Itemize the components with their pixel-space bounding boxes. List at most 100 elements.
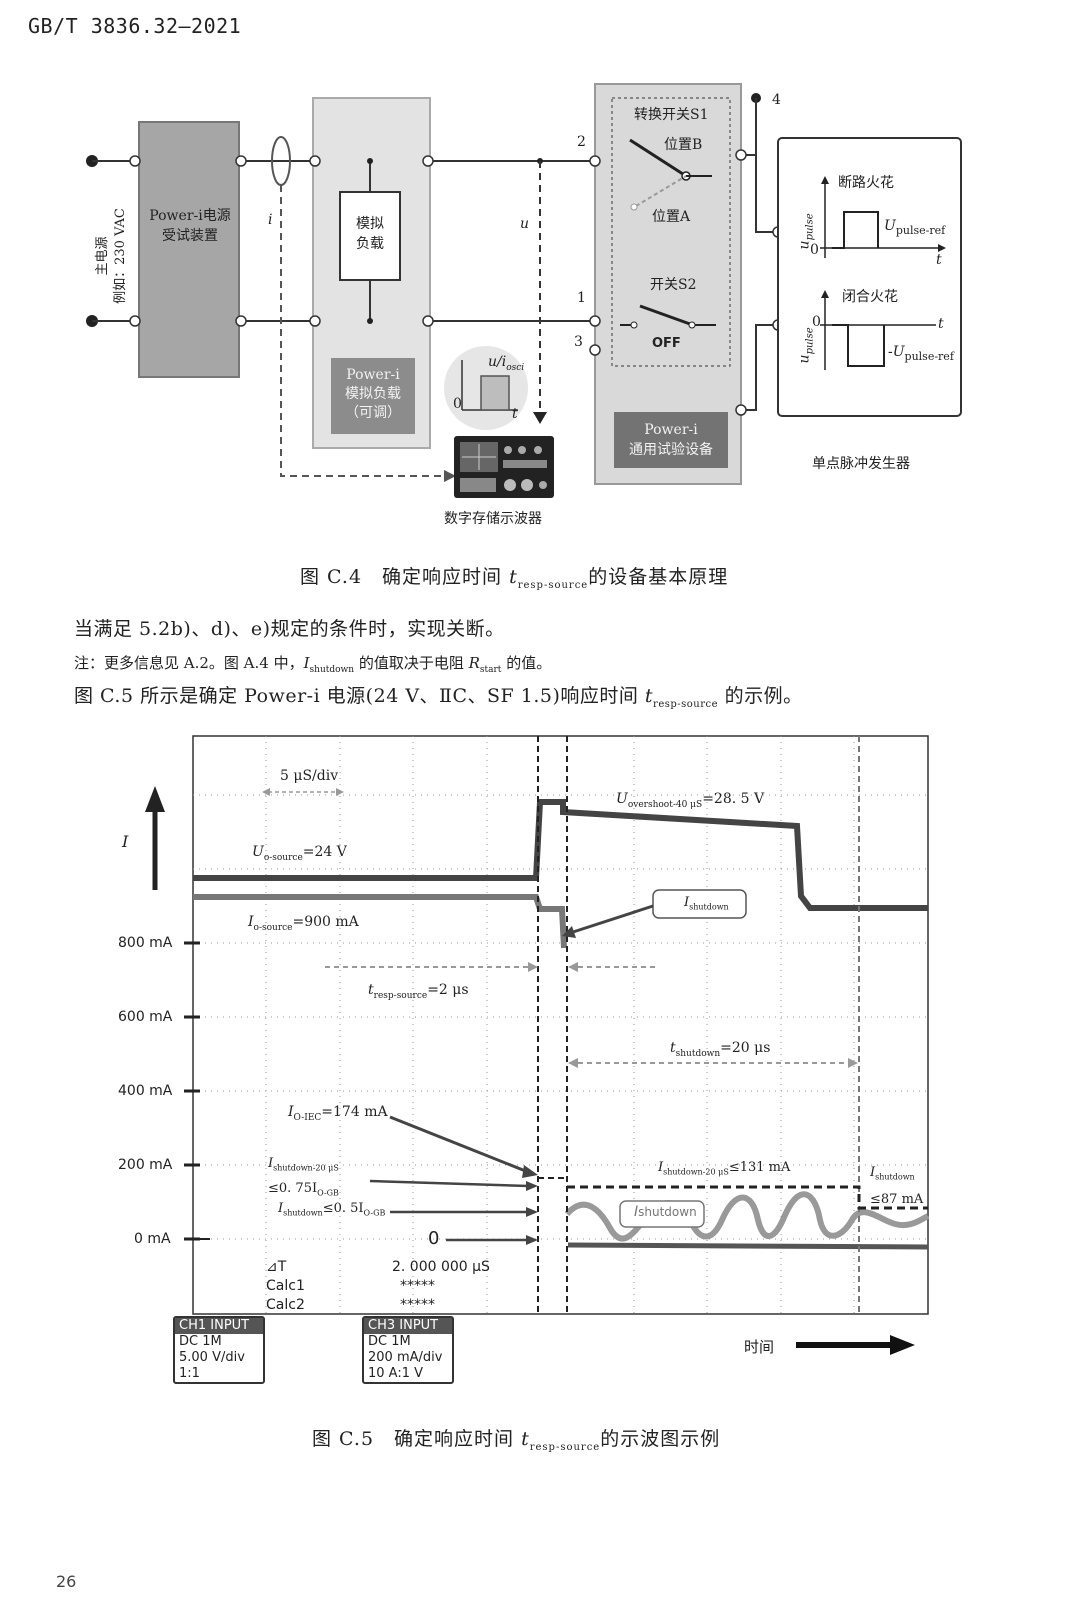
calc2-label: Calc2 [266,1297,305,1313]
i-o-source-label: Io-source=900 mA [248,914,359,933]
current-probe-line [280,185,444,477]
ch1-input-panel: CH1 INPUT DC 1M 5.00 V/div 1:1 [173,1316,265,1384]
i-shutdown-right-label: Ishutdown ≤87 mA [870,1162,923,1211]
paragraph-shutdown: 当满足 5.2b)、d)、e)规定的条件时，实现关断。 [74,618,505,640]
caption-c4-prefix: 图 C.4 确定响应时间 [300,566,510,588]
current-trace-high [193,894,567,949]
pulse-zero-bottom: 0 [812,314,821,330]
t-resp-sym: t [368,982,374,998]
y-tick-800: 800 mA [118,935,173,951]
i-o-iec-val: =174 mA [321,1104,388,1120]
u-o-source-sub: o-source [263,852,303,863]
position-a-label: 位置A [652,209,691,225]
i-o-iec-label: IO-IEC=174 mA [288,1104,388,1123]
calc2-value: ***** [400,1297,435,1313]
caption-c5-prefix: 图 C.5 确定响应时间 [312,1428,522,1450]
i-o-source-sub: o-source [253,922,293,933]
i-sd-right-sym: I [870,1165,876,1180]
page-number: 26 [56,1572,77,1591]
psu-label: Power-i电源 受试装置 [145,206,235,246]
general-test-box [614,412,728,468]
delta-t-value: 2. 000 000 μS [392,1259,490,1275]
inset-ylabel-sub: osci [506,362,525,373]
node-3-label: 3 [574,334,583,350]
i-sd20-left-sym: I [268,1156,274,1171]
i-shutdown-20-right-label: Ishutdown-20 μS≤131 mA [658,1160,790,1177]
inset-zero: 0 [453,396,462,412]
caption-c5-sub: resp-source [529,1441,601,1453]
i-sd20-right-val: ≤131 mA [728,1160,791,1175]
measurement-values: 2. 000 000 μS ***** ***** [392,1258,490,1315]
pulse-generator-box [777,137,962,417]
i-sd-right-sub: shutdown [875,1172,915,1182]
upulse-ref-pos: Upulse-ref [884,218,945,237]
y-tick-600: 600 mA [118,1009,173,1025]
i-shutdown-callout-sym: I [684,895,690,910]
standard-number: GB/T 3836.32—2021 [28,14,242,38]
close-spark-label: 闭合火花 [842,289,898,305]
ch3-input-panel: CH3 INPUT DC 1M 200 mA/div 10 A:1 V [362,1316,454,1384]
t-shutdown-val: =20 μs [720,1040,771,1056]
upulse-bottom-text: u [796,354,813,364]
t-resp-label: tresp-source=2 μs [368,982,469,1001]
i-sd20-left-sub: shutdown-20 μS [273,1163,339,1173]
upulse-ref-neg-text: -U [888,344,905,360]
inset-ylabel-text: u/i [488,354,507,370]
general-test-line2: 通用试验设备 [629,442,713,458]
i-shutdown-wave-sym: I [634,1204,639,1220]
i-sd20-right-sub: shutdown-20 μS [663,1167,729,1177]
open-spark-label: 断路火花 [838,175,894,191]
i-sd-left-sub: shutdown [283,1208,323,1218]
time-axis-label: 时间 [744,1338,775,1356]
inset-ylabel: u/iosci [488,354,524,373]
oscilloscope-label: 数字存储示波器 [444,511,542,527]
caption-c4-sub: resp-source [517,579,589,591]
note-mid: 的值取决于电阻 [354,654,469,672]
sim-load-label-line2: 负载 [356,236,384,252]
para2-sub: resp-source [653,698,719,710]
u-o-source-sym: U [252,844,264,860]
i-sd20-right-sym: I [658,1160,664,1175]
general-test-label: Power-i 通用试验设备 [614,420,728,460]
u-overshoot-sub: overshoot-40 μS [627,799,703,810]
u-o-source-label: Uo-source=24 V [252,844,347,863]
u-overshoot-label: Uovershoot-40 μS=28. 5 V [616,791,764,810]
current-symbol: i [268,212,273,228]
u-o-source-val: =24 V [302,844,347,860]
upulse-label-bottom: upulse [797,327,816,363]
ch3-coupling: DC 1M [368,1334,411,1349]
t-shutdown-label: tshutdown=20 μs [670,1040,770,1059]
node-4-label: 4 [772,92,781,108]
note-suffix: 的值。 [501,654,552,672]
i-sd-left-val-sub: O-GB [363,1208,386,1218]
power-i-load-line1: Power-i [346,367,400,383]
ch1-probe: 1:1 [179,1366,200,1381]
i-shutdown-wave-label: Ishutdown [634,1204,697,1220]
node-1-label: 1 [577,290,586,306]
ch3-probe: 10 A:1 V [368,1366,424,1381]
current-trace-low [567,1242,929,1250]
scope-grid [193,736,928,1314]
scope-frame [192,735,929,1315]
i-sd-left-val: ≤0. 5I [322,1201,364,1216]
t-resp-sub: resp-source [373,990,428,1001]
psu-box [138,121,240,378]
i-o-iec-sym: I [288,1104,294,1120]
zero-marker: 0 [428,1228,440,1249]
i-shutdown-callout-sub: shutdown [689,902,729,912]
pulse-t-bottom: t [938,316,944,332]
t-shutdown-sub: shutdown [675,1048,721,1059]
timebase-label: 5 μS/div [280,768,339,784]
measurement-labels: ⊿T Calc1 Calc2 [266,1258,305,1315]
psu-label-line2: 受试装置 [162,228,218,244]
ch1-title: CH1 INPUT [175,1318,263,1334]
delta-t-label: ⊿T [266,1259,287,1275]
upulse-ref-neg-sub: pulse-ref [904,349,954,363]
upulse-ref-pos-text: U [884,218,896,234]
i-shutdown-20-left-label: Ishutdown-20 μS ≤0. 75IO-GB [268,1154,339,1203]
figure-c5-caption: 图 C.5 确定响应时间 tresp-source的示波图示例 [312,1424,720,1453]
note-text: 注：更多信息见 A.2。图 A.4 中，Ishutdown 的值取决于电阻 Rs… [74,652,551,675]
upulse-ref-neg: -Upulse-ref [888,344,954,363]
voltage-trace [193,799,928,911]
ch3-scale: 200 mA/div [368,1350,443,1365]
